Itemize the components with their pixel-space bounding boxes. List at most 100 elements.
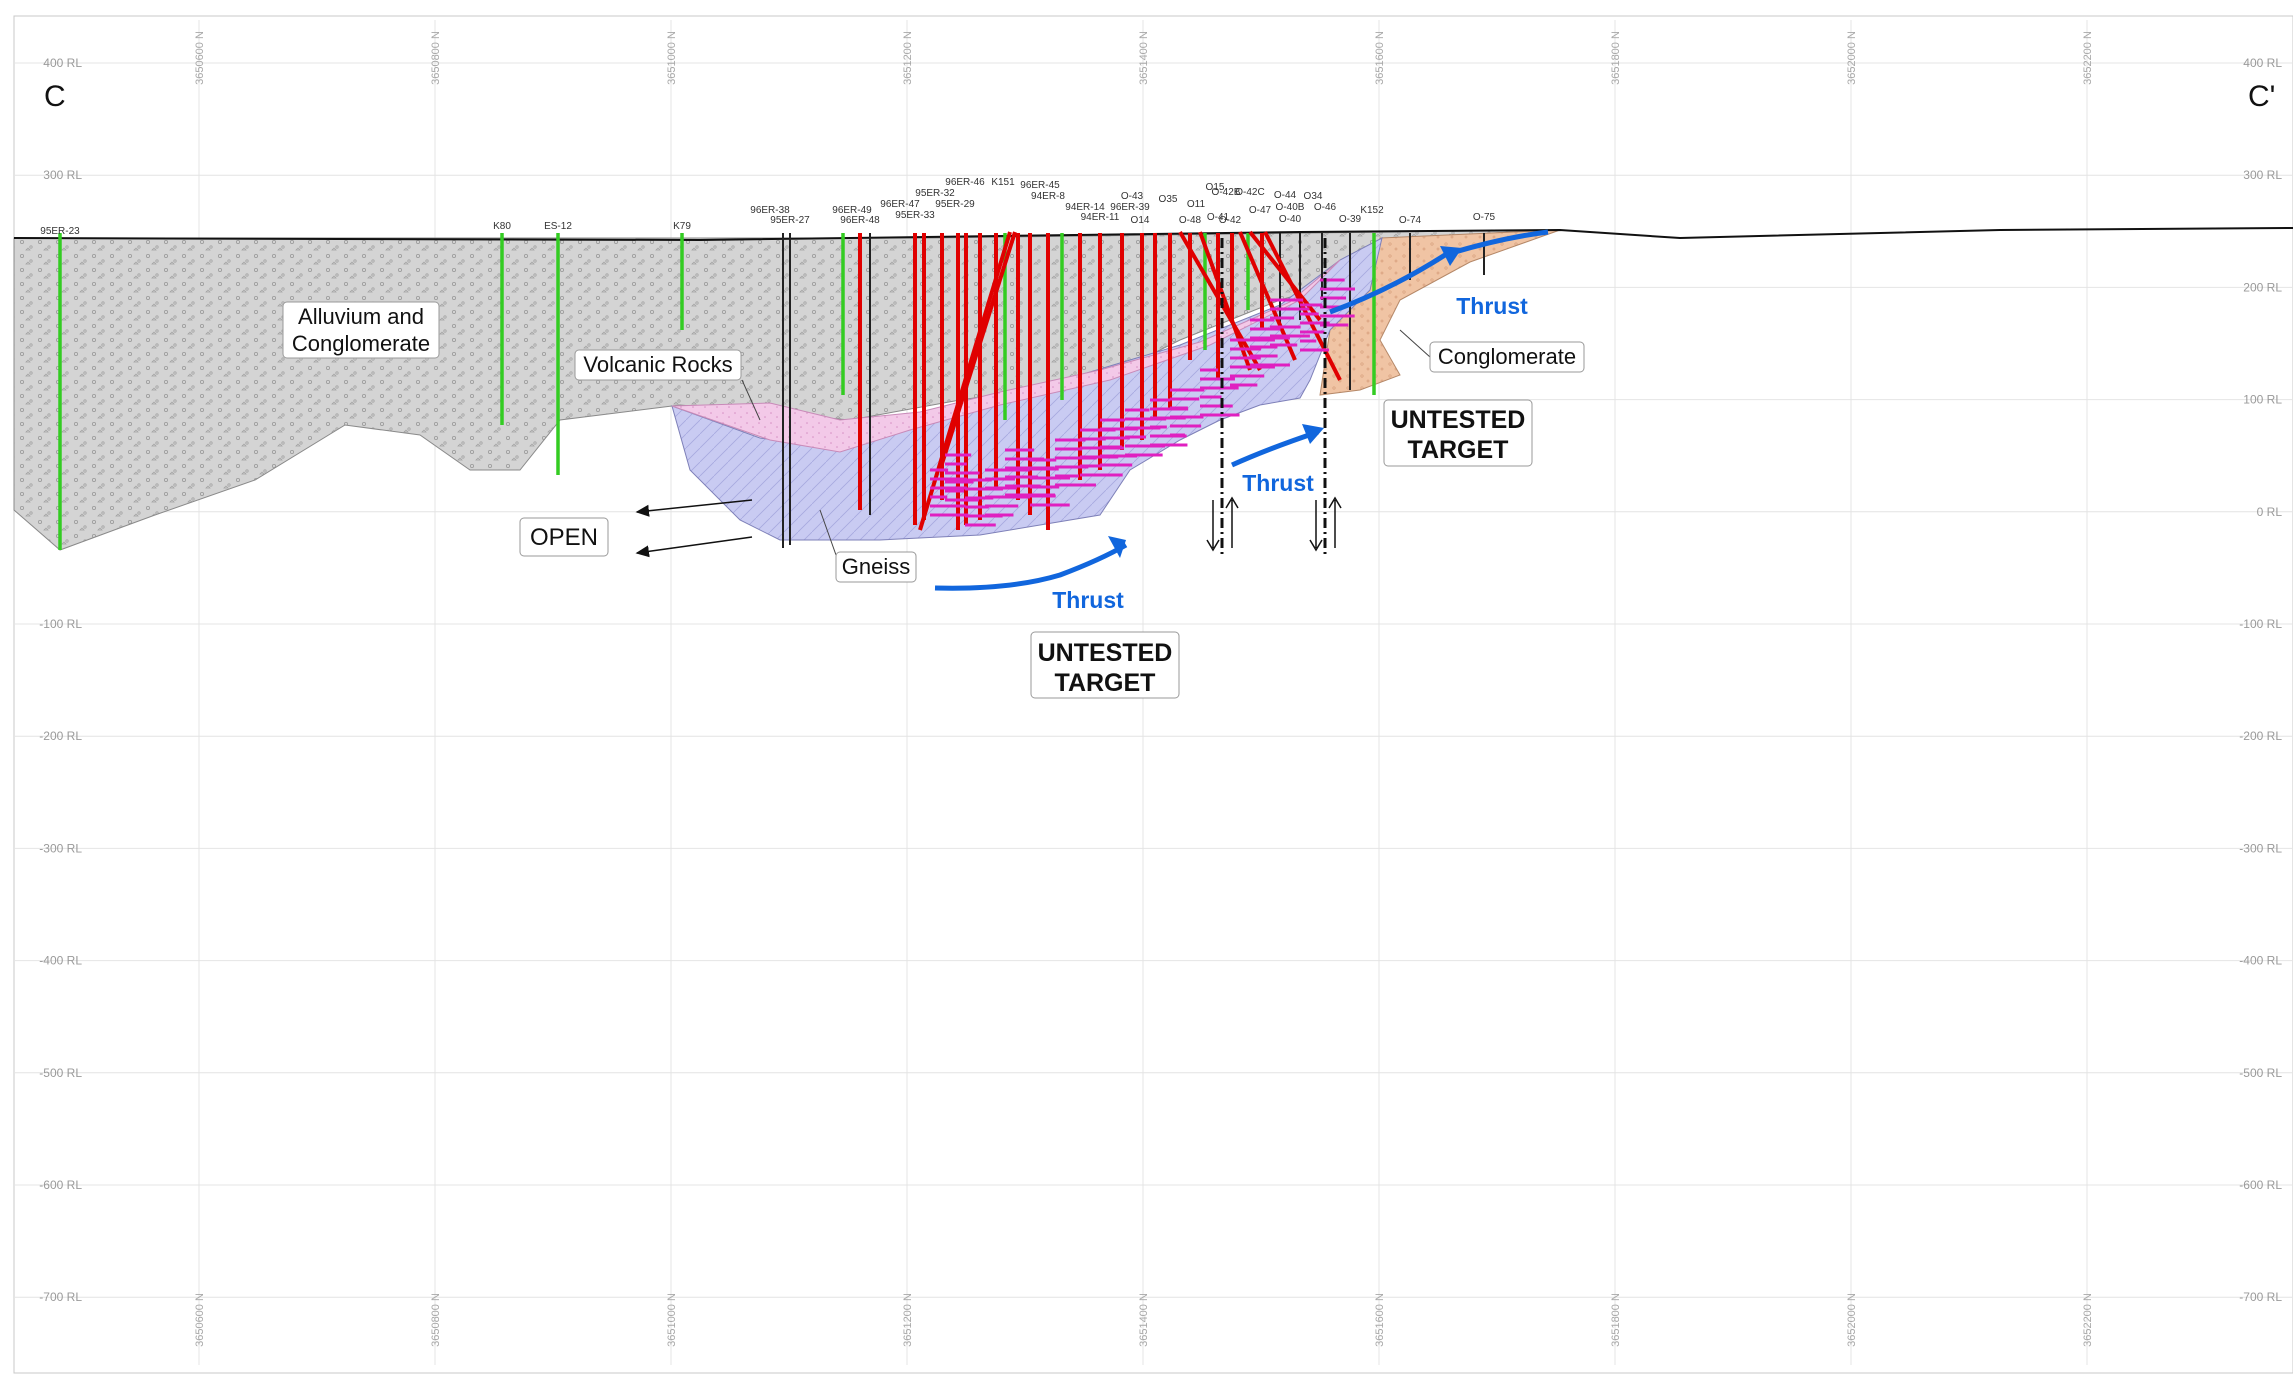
elevation-label-right: 300 RL (2243, 168, 2282, 182)
drillhole-label: 94ER-14 (1065, 202, 1105, 213)
drillhole-label: O14 (1131, 215, 1150, 226)
drillhole-label: O-46 (1314, 202, 1337, 213)
conglomerate-leader (1399, 329, 1431, 358)
fault-left (1206, 238, 1239, 555)
drillhole-label: O11 (1187, 199, 1206, 210)
gneiss-label-box (835, 551, 917, 583)
drillhole-label: O-74 (1399, 215, 1422, 226)
drillhole-label: O34 (1304, 191, 1323, 202)
alluvium-label-line2: Conglomerate (292, 331, 430, 356)
inclined-drillhole (938, 231, 1017, 471)
northing-label-bottom: 3651200 N (902, 1293, 914, 1347)
drillhole-label: O-39 (1339, 214, 1362, 225)
drillhole-label: O-42C (1235, 187, 1264, 198)
northing-label-bottom: 3651000 N (666, 1293, 678, 1347)
lower-target-box (1030, 631, 1180, 699)
thrust-label-lower: Thrust (1052, 587, 1124, 613)
alluvium-label-line1: Alluvium and (298, 304, 424, 329)
section-start-label: C (44, 80, 66, 113)
elevation-label-right: -100 RL (2239, 617, 2282, 631)
drillhole-label: 94ER-11 (1081, 212, 1120, 223)
northing-label-bottom: 3652200 N (2082, 1293, 2094, 1347)
drillhole-label: O-42B (1212, 187, 1241, 198)
elevation-label-right: 100 RL (2243, 393, 2282, 407)
lower-target-line1: UNTESTED (1038, 639, 1173, 667)
drillhole-label: 96ER-48 (840, 215, 880, 226)
drillhole-label: 96ER-46 (945, 177, 985, 188)
drillhole-label: O-41 (1207, 212, 1230, 223)
open-arrow-lower (635, 536, 753, 558)
upper-target-line2: TARGET (1408, 436, 1509, 464)
inclined-drillhole (1198, 231, 1252, 371)
drillhole-label: O-75 (1473, 212, 1496, 223)
northing-label-top: 3651200 N (902, 31, 914, 85)
drillhole-label: 96ER-38 (750, 205, 790, 216)
conglomerate-label: Conglomerate (1438, 344, 1576, 369)
northing-label-bottom: 3650600 N (194, 1293, 206, 1347)
elevation-label-left: 300 RL (43, 168, 82, 182)
gneiss-leader (819, 509, 837, 556)
elevation-label-left: 400 RL (43, 56, 82, 70)
northing-label-bottom: 3651600 N (1374, 1293, 1386, 1347)
thrust-label-upper: Thrust (1456, 293, 1528, 319)
drillhole-label: 96ER-47 (880, 199, 920, 210)
drillhole-label: O-40B (1276, 202, 1305, 213)
northing-label-bottom: 3651400 N (1138, 1293, 1150, 1347)
elevation-label-right: -700 RL (2239, 1290, 2282, 1304)
thrust-arrowhead-lower (1108, 536, 1126, 558)
volcanic-leader (741, 379, 761, 421)
elevation-label-right: 400 RL (2243, 56, 2282, 70)
elevation-label-right: -200 RL (2239, 729, 2282, 743)
elevation-label-left: -100 RL (39, 617, 82, 631)
section-end-label: C' (2248, 80, 2275, 113)
gneiss-label: Gneiss (842, 554, 910, 579)
drillhole-label: K151 (991, 177, 1015, 188)
drillhole-label: O-43 (1121, 191, 1144, 202)
northing-label-bottom: 3652000 N (1846, 1293, 1858, 1347)
northing-label-bottom: 3650800 N (430, 1293, 442, 1347)
thrust-arrow-lower (934, 542, 1128, 591)
elevation-label-right: -400 RL (2239, 954, 2282, 968)
drillhole-label: O-44 (1274, 190, 1297, 201)
drillhole-label: K79 (673, 221, 691, 232)
inclined-drillhole (1178, 230, 1262, 372)
elevation-label-left: -600 RL (39, 1178, 82, 1192)
upper-target-box (1383, 399, 1533, 467)
elevation-label-right: 200 RL (2243, 280, 2282, 294)
upper-target-line1: UNTESTED (1391, 406, 1526, 434)
section-frame (13, 15, 2293, 1374)
northing-label-top: 3651000 N (666, 31, 678, 85)
elevation-label-right: -300 RL (2239, 841, 2282, 855)
drillhole-label: 96ER-49 (832, 205, 872, 216)
drillhole-label: ES-12 (544, 221, 572, 232)
drillhole-label: 95ER-23 (40, 226, 80, 237)
drillhole-label: 94ER-8 (1031, 191, 1065, 202)
elevation-label-left: -200 RL (39, 729, 82, 743)
elevation-label-right: 0 RL (2257, 505, 2283, 519)
thrust-arrow-middle (1230, 429, 1319, 468)
drillhole-label: O-42 (1219, 215, 1242, 226)
elevation-label-left: -400 RL (39, 954, 82, 968)
northing-label-top: 3650600 N (194, 31, 206, 85)
elevation-label-left: -300 RL (39, 841, 82, 855)
conglomerate-label-box (1429, 341, 1585, 373)
open-label-box (519, 517, 609, 557)
volcanic-unit (671, 259, 1341, 453)
elevation-label-right: -500 RL (2239, 1066, 2282, 1080)
ground-surface (13, 227, 2293, 242)
volcanic-label: Volcanic Rocks (583, 352, 732, 377)
northing-label-top: 3651600 N (1374, 31, 1386, 85)
drillhole-label: 96ER-39 (1110, 202, 1150, 213)
thrust-arrowhead-middle (1302, 424, 1324, 444)
drillhole-label: 95ER-27 (770, 215, 810, 226)
drillhole-label: O-47 (1249, 205, 1272, 216)
drillhole-label: 95ER-32 (915, 188, 955, 199)
open-arrow-upper (635, 499, 753, 517)
thrust-arrowhead-upper (1440, 246, 1462, 266)
drillhole-label: O-40 (1279, 214, 1302, 225)
elevation-label-right: -600 RL (2239, 1178, 2282, 1192)
northing-label-top: 3652200 N (2082, 31, 2094, 85)
